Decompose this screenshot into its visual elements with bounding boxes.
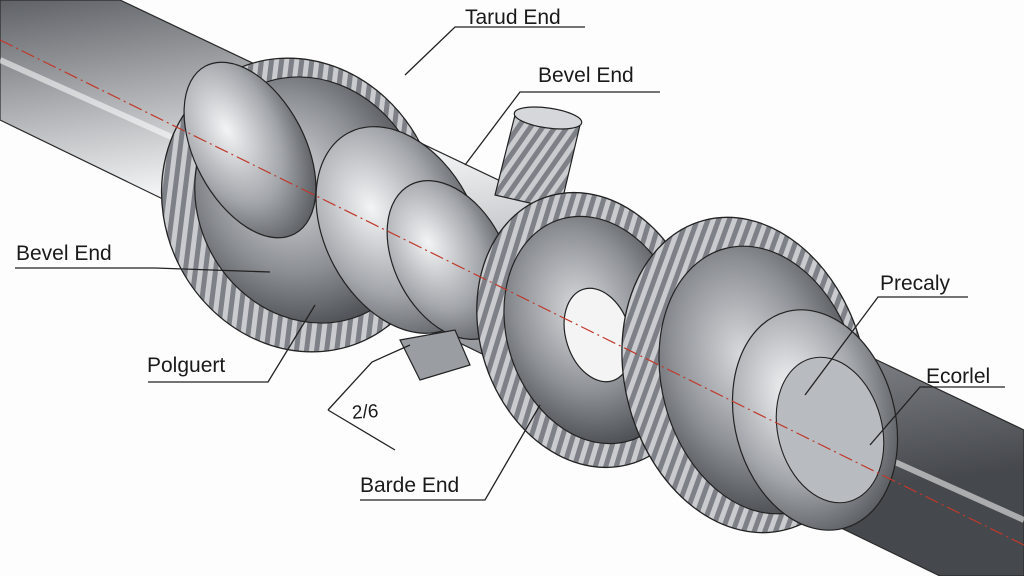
leader-ecorlel — [869, 386, 1005, 446]
label-precaly: Precaly — [880, 272, 951, 295]
leader-bevel-end-left — [15, 267, 271, 273]
ratio-box-edge — [327, 409, 396, 451]
label-ratio: 2/6 — [351, 401, 380, 424]
leader-tarud-end — [404, 26, 585, 76]
leader-barde-end — [360, 404, 541, 501]
leader-bevel-end-top — [464, 91, 660, 166]
key-block — [399, 329, 471, 381]
spline-pinion — [494, 106, 583, 211]
right-flange — [731, 309, 899, 531]
leader-polguert — [148, 304, 316, 383]
center-axis-line — [0, 39, 1024, 546]
label-ecorlel: Ecorlel — [926, 365, 991, 388]
label-barde-end: Barde End — [360, 474, 460, 497]
leader-lines — [15, 26, 1005, 501]
label-polguert: Polguert — [147, 354, 226, 377]
leader-precaly — [804, 296, 968, 396]
label-tarud-end: Tarud End — [465, 6, 561, 29]
label-bevel-end-top: Bevel End — [538, 64, 634, 87]
leader-ratio — [327, 344, 411, 411]
label-bevel-end-left: Bevel End — [16, 242, 112, 265]
